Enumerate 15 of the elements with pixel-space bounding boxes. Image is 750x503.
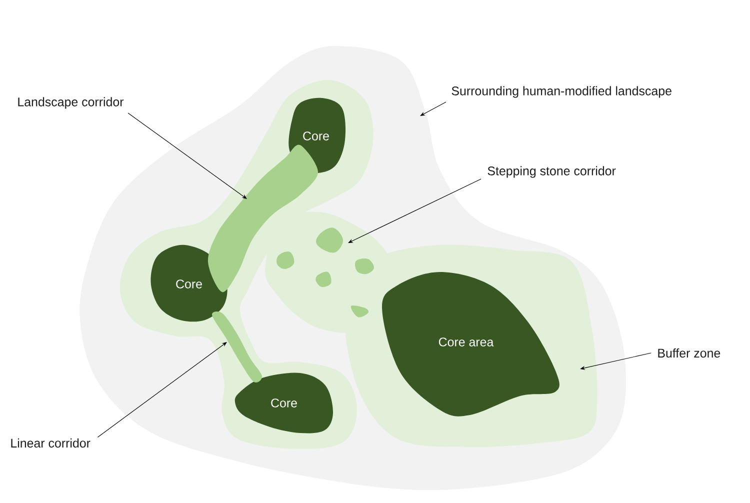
landscape-corridor-band [208,144,318,292]
core-patch: Core area [382,272,560,416]
stepping-stone-patches [276,228,374,318]
linear-corridor-band [212,311,262,383]
callout-label: Buffer zone [658,348,720,358]
leader-arrow [420,102,446,116]
leader-arrow [128,112,247,199]
callout-label: Landscape corridor [18,97,124,109]
callout-label: Stepping stone corridor [488,166,616,178]
core-patch: Core [150,244,228,322]
leader-arrow [97,342,227,438]
callout-label: Surrounding human-modified landscape [452,86,672,98]
leader-arrow [348,178,482,243]
core-patch: Core [234,372,333,434]
callout-label: Linear corridor [11,438,90,448]
